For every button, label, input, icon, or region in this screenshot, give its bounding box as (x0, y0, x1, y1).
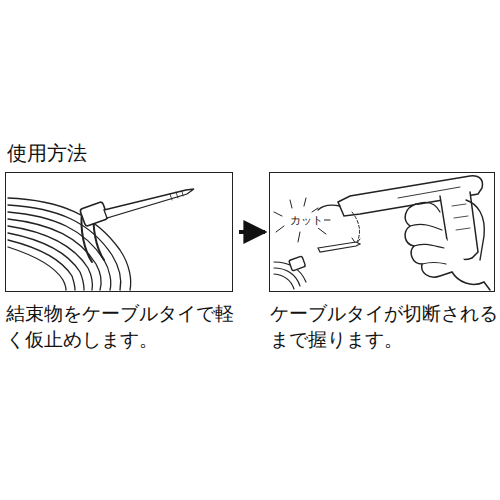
hand (405, 204, 490, 290)
thumb (466, 200, 484, 260)
tail-ridges (170, 191, 183, 200)
cable (8, 226, 92, 290)
cable-tie-head (289, 256, 306, 271)
caption: 結束物をケーブルタイで軽く仮止めします。 (6, 301, 242, 352)
cable (8, 240, 75, 290)
cut-label: カット (289, 213, 324, 228)
title: 使用方法 (7, 140, 87, 167)
cut-piece (318, 242, 360, 252)
step-arrow (239, 230, 265, 234)
caption: ケーブルタイが切断されるまで握ります。 (270, 301, 500, 352)
motion-arrow (352, 212, 359, 244)
panel-box: 結束物をケーブルタイで軽く仮止めします。 (5, 172, 233, 292)
panel-box: ケーブルタイが切断されるまで握ります。 (269, 172, 495, 292)
cut-burst (274, 198, 330, 242)
cable (8, 233, 84, 290)
cable (8, 247, 66, 290)
grip-ridges (452, 204, 470, 230)
fingers (410, 202, 446, 264)
cable-tie-head (80, 201, 109, 226)
cable-tie-tail (104, 189, 194, 218)
tie-tail (318, 205, 340, 210)
